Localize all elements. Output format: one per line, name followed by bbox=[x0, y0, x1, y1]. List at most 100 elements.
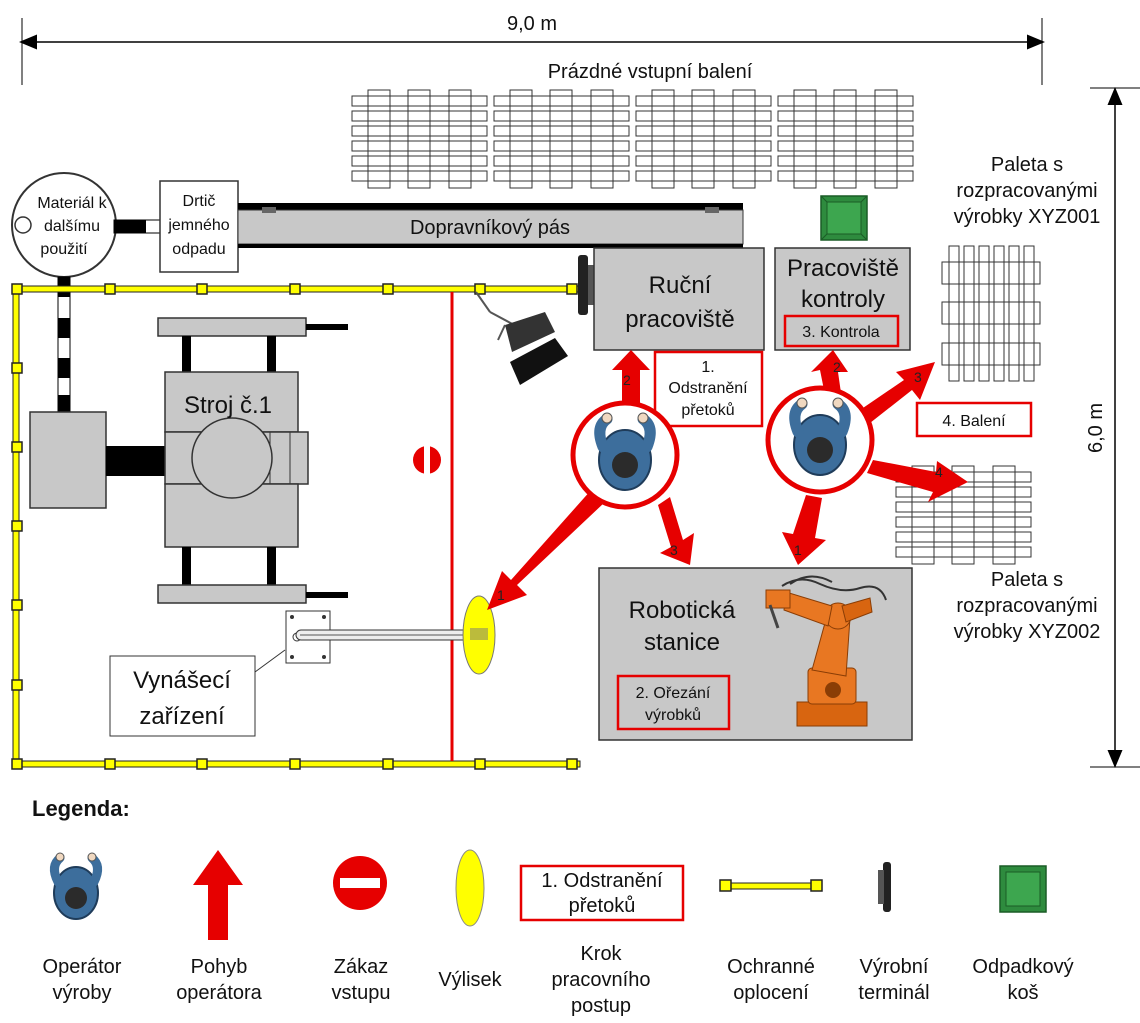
robot-step-1: 2. Ořezání bbox=[636, 685, 711, 702]
unloader: Vynášecí zařízení bbox=[109, 610, 492, 737]
pallet-xyz002-label: Paleta s rozpracovanými výrobky XYZ002 bbox=[954, 569, 1101, 643]
arrow-num-op1-part: 1 bbox=[497, 587, 505, 603]
arrow-numbers: 2 3 1 2 3 4 1 bbox=[497, 359, 943, 603]
legend-step-box-1: 1. Odstranění bbox=[541, 870, 663, 892]
pallet-xyz001-label: Paleta s rozpracovanými výrobky XYZ001 bbox=[954, 154, 1101, 228]
conveyor-belt: Dopravníkový pás bbox=[237, 203, 744, 248]
top-pallet-3 bbox=[635, 89, 772, 189]
ellipse-icon bbox=[455, 849, 485, 927]
legend-step-box-2: přetoků bbox=[569, 895, 636, 917]
height-label: 6,0 m bbox=[1085, 403, 1107, 453]
width-dimension: 9,0 m bbox=[19, 13, 1045, 85]
inspection-station: Pracoviště kontroly 3. Kontrola bbox=[774, 247, 911, 351]
legend-part-label: Výlisek bbox=[438, 969, 502, 991]
step-1-label-2: Odstranění bbox=[668, 380, 748, 397]
packing-step-box: 4. Balení bbox=[915, 401, 1033, 438]
legend-operator-label-1: Operátor bbox=[43, 956, 122, 978]
step-box-icon bbox=[519, 864, 685, 922]
legend-movement-label-2: operátora bbox=[176, 982, 262, 1004]
workstation-terminal bbox=[475, 291, 568, 385]
robot-station-label-1: Robotická bbox=[629, 597, 736, 624]
unloader-label-1: Vynášecí bbox=[133, 667, 231, 694]
top-pallet-1 bbox=[351, 89, 488, 189]
material-feed-pipe bbox=[57, 276, 71, 413]
legend-step: 1. Odstranění přetoků Krok pracovního po… bbox=[519, 864, 685, 1017]
ellipse-icon bbox=[462, 595, 496, 675]
fence-icon bbox=[719, 879, 823, 892]
arrow-num-op2-robot: 1 bbox=[794, 542, 802, 558]
legend-no-entry-label-2: vstupu bbox=[332, 982, 391, 1004]
shredder-label-2: jemného bbox=[167, 217, 229, 234]
legend-operator: Operátor výroby bbox=[43, 852, 122, 1004]
operator-movement-arrows bbox=[487, 350, 968, 610]
terminal-icon bbox=[578, 255, 594, 315]
legend-movement-label-1: Pohyb bbox=[191, 956, 248, 978]
unloader-label-2: zařízení bbox=[139, 703, 225, 730]
arrow-num-op2-inspection: 2 bbox=[833, 359, 841, 375]
operator-1 bbox=[573, 403, 677, 507]
top-pallet-2 bbox=[493, 89, 630, 189]
top-pallet-4 bbox=[777, 89, 914, 189]
arrow-num-op1-manual: 2 bbox=[623, 372, 631, 388]
arrow-num-op2-pallet2: 4 bbox=[935, 464, 943, 480]
trash-bin-icon bbox=[999, 865, 1047, 913]
legend-step-label-1: Krok bbox=[580, 943, 622, 965]
legend-title: Legenda: bbox=[32, 796, 130, 821]
robot-step-2: výrobků bbox=[645, 706, 701, 724]
shredder-label-1: Drtič bbox=[183, 193, 216, 210]
inspection-label-2: kontroly bbox=[801, 286, 885, 313]
arrow-num-op1-robot: 3 bbox=[670, 542, 678, 558]
material-container: Materiál k dalšímu použití bbox=[11, 172, 117, 278]
legend-bin-label-1: Odpadkový bbox=[972, 956, 1073, 978]
legend-operator-label-2: výroby bbox=[53, 982, 112, 1004]
material-label-2: dalšímu bbox=[44, 218, 100, 235]
inspection-label-1: Pracoviště bbox=[787, 255, 899, 282]
step-1-label-3: přetoků bbox=[681, 401, 734, 419]
top-pallets-label: Prázdné vstupní balení bbox=[548, 61, 753, 83]
legend-step-label-2: pracovního bbox=[552, 969, 651, 991]
manual-station: Ruční pracoviště bbox=[593, 247, 765, 351]
legend-bin-label-2: koš bbox=[1007, 982, 1038, 1004]
no-entry-icon bbox=[333, 856, 387, 910]
no-entry-icon bbox=[413, 446, 441, 474]
step-1-box: 1. Odstranění přetoků bbox=[653, 350, 764, 428]
manual-station-label-1: Ruční bbox=[649, 272, 712, 299]
industrial-robot-icon bbox=[765, 575, 887, 727]
legend-step-label-3: postup bbox=[571, 995, 631, 1017]
pallet-2-label-2: rozpracovanými bbox=[956, 595, 1097, 617]
machine-1: Stroj č.1 bbox=[29, 317, 348, 604]
arrow-up-icon bbox=[193, 850, 243, 940]
legend-fence-label-2: oplocení bbox=[733, 982, 809, 1004]
operator-2 bbox=[768, 388, 872, 492]
legend-no-entry-label-1: Zákaz bbox=[334, 956, 388, 978]
legend-bin: Odpadkový koš bbox=[972, 865, 1074, 1004]
material-label-3: použití bbox=[40, 241, 88, 258]
packing-step: 4. Balení bbox=[942, 413, 1006, 430]
height-dimension: 6,0 m bbox=[1085, 87, 1140, 768]
pallet-2-label-1: Paleta s bbox=[991, 569, 1063, 591]
pallet-xyz001 bbox=[941, 245, 1041, 382]
legend-part: Výlisek bbox=[438, 849, 503, 991]
operator-icon bbox=[50, 852, 102, 920]
width-label: 9,0 m bbox=[507, 13, 557, 35]
machine-label: Stroj č.1 bbox=[184, 392, 272, 419]
legend-terminal-label-2: terminál bbox=[858, 982, 929, 1004]
legend-fence-label-1: Ochranné bbox=[727, 956, 815, 978]
legend-terminal: Výrobní terminál bbox=[858, 862, 930, 1004]
conveyor-label: Dopravníkový pás bbox=[410, 217, 570, 239]
legend-movement: Pohyb operátora bbox=[176, 850, 263, 1004]
legend-terminal-label-1: Výrobní bbox=[860, 956, 929, 978]
legend-no-entry: Zákaz vstupu bbox=[332, 856, 391, 1004]
manual-station-label-2: pracoviště bbox=[625, 306, 734, 333]
material-label-1: Materiál k bbox=[37, 195, 107, 212]
terminal-icon bbox=[878, 862, 891, 912]
pallet-2-label-3: výrobky XYZ002 bbox=[954, 621, 1101, 643]
pallet-1-label-2: rozpracovanými bbox=[956, 180, 1097, 202]
shredder: Drtič jemného odpadu bbox=[159, 180, 239, 273]
inspection-step: 3. Kontrola bbox=[802, 324, 879, 341]
shredder-label-3: odpadu bbox=[172, 241, 225, 258]
pallet-1-label-1: Paleta s bbox=[991, 154, 1063, 176]
robot-station-label-2: stanice bbox=[644, 629, 720, 656]
